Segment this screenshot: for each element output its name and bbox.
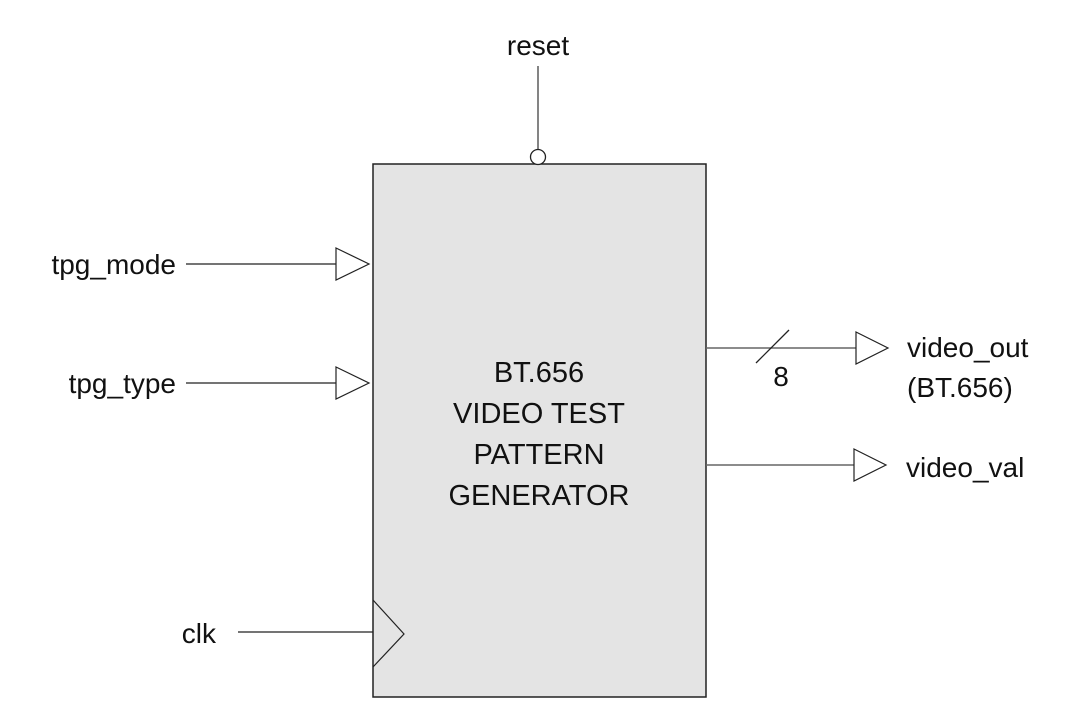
input-arrow-icon xyxy=(335,366,371,400)
tpg-block xyxy=(372,163,707,698)
block-title-line-2: VIDEO TEST xyxy=(453,398,625,430)
port-tpg-mode: tpg_mode xyxy=(51,247,371,281)
tpg-mode-label: tpg_mode xyxy=(51,249,176,280)
port-tpg-type: tpg_type xyxy=(69,366,371,400)
block-title-line-3: PATTERN xyxy=(473,439,604,471)
video-out-label: video_out xyxy=(907,332,1029,363)
video-out-sublabel: (BT.656) xyxy=(907,372,1013,403)
reset-label: reset xyxy=(507,30,569,61)
port-clk: clk xyxy=(182,599,405,668)
clock-edge-icon xyxy=(372,599,405,668)
clk-label: clk xyxy=(182,618,217,649)
port-video-out: 8 video_out (BT.656) xyxy=(706,329,1029,403)
block-title-line-4: GENERATOR xyxy=(448,480,629,512)
output-arrow-icon xyxy=(853,448,888,482)
output-arrow-icon xyxy=(855,331,890,365)
bus-slash-icon xyxy=(755,329,790,364)
port-video-val: video_val xyxy=(706,448,1024,483)
block-title: BT.656 VIDEO TEST PATTERN GENERATOR xyxy=(448,357,629,512)
tpg-type-label: tpg_type xyxy=(69,368,176,399)
block-title-line-1: BT.656 xyxy=(494,357,584,389)
bus-width-label: 8 xyxy=(773,361,789,392)
port-reset: reset xyxy=(507,30,569,166)
input-arrow-icon xyxy=(335,247,371,281)
active-low-bubble-icon xyxy=(529,148,547,166)
video-val-label: video_val xyxy=(906,452,1024,483)
